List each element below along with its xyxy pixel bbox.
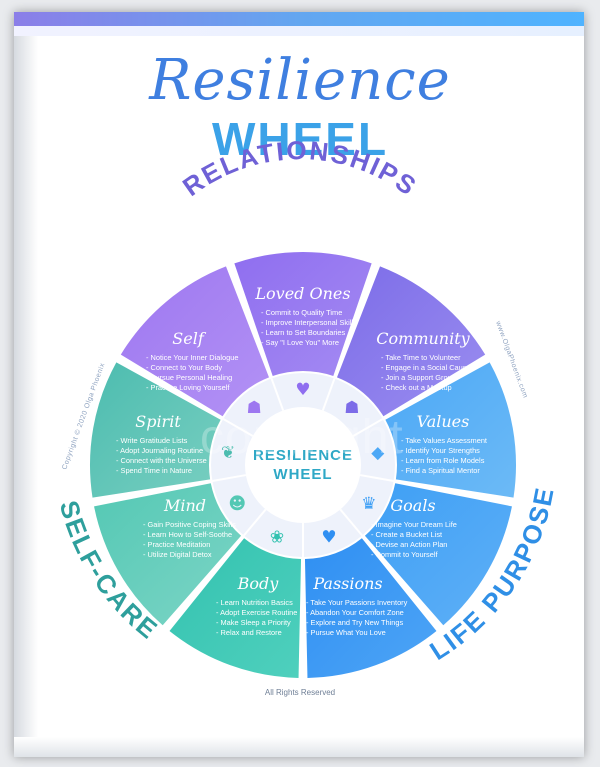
segment-loved-ones	[234, 251, 372, 377]
segment-mind	[94, 483, 242, 626]
inner-divider	[243, 508, 267, 537]
segment-item: - Gain Positive Coping Skills	[143, 520, 236, 529]
inner-divider	[222, 418, 254, 437]
segment-title: Body	[237, 574, 280, 593]
inner-divider	[339, 508, 363, 537]
segment-title: Values	[417, 412, 470, 431]
segment-item: - Learn How to Self-Soothe	[143, 530, 232, 539]
segment-item: - Improve Interpersonal Skills	[261, 318, 357, 327]
copyright-watermark: copyright	[200, 411, 404, 464]
segment-body	[169, 538, 302, 678]
segment-item: - Make Sleep a Priority	[216, 618, 291, 627]
page-bottom-edge	[14, 737, 584, 757]
segment-item: - Practice Meditation	[143, 540, 210, 549]
page-left-edge	[14, 36, 38, 757]
lotus-icon: ❀	[270, 527, 284, 547]
title-block: WHEEL	[211, 113, 389, 165]
center-title-line2: WHEEL	[273, 466, 332, 483]
segment-item: - Relax and Restore	[216, 628, 282, 637]
inner-divider	[352, 418, 384, 437]
segment-item: - Take Your Passions Inventory	[306, 598, 408, 607]
head-icon: ☻	[228, 494, 246, 514]
segment-item: - Check out a Meetup	[381, 383, 452, 392]
segment-item: - Pursue What You Love	[306, 628, 386, 637]
segment-item: - Devise an Action Plan	[371, 540, 447, 549]
segment-item: - Utilize Digital Detox	[143, 550, 212, 559]
segment-title: Mind	[163, 496, 206, 515]
title-script: Resilience	[149, 48, 451, 113]
segment-item: - Commit to Quality Time	[261, 308, 342, 317]
trophy-icon: ♛	[361, 494, 376, 514]
segment-spirit	[90, 362, 221, 498]
group-icon: ☗	[344, 398, 359, 418]
dove-icon: ❦	[221, 443, 235, 463]
diamond-icon: ◆	[371, 443, 385, 463]
segment-item: - Explore and Try New Things	[306, 618, 404, 627]
hearts-icon: ♥	[295, 380, 310, 400]
top-light-band	[14, 26, 584, 36]
segment-item: - Practice Loving Yourself	[146, 383, 230, 392]
segment-title: Passions	[312, 574, 382, 593]
top-color-band	[14, 12, 584, 26]
segment-goals	[364, 483, 512, 626]
segment-item: - Write Gratitude Lists	[116, 436, 188, 445]
segment-labels: Loved Ones - Commit to Quality Time- Impr…	[116, 284, 487, 637]
inner-divider	[321, 378, 336, 411]
segment-values	[385, 362, 517, 498]
segment-item: - Commit to Yourself	[371, 550, 438, 559]
segment-item: - Create a Bucket List	[371, 530, 442, 539]
wheel-segments	[86, 248, 520, 682]
segment-title: Loved Ones	[254, 284, 350, 303]
segment-item: - Take Values Assessment	[401, 436, 487, 445]
segment-item: - Connect with the Universe	[116, 456, 207, 465]
inner-divider	[212, 474, 247, 482]
segment-title: Goals	[390, 496, 435, 515]
heart-flame-icon: ♥	[321, 527, 336, 547]
segment-item: - Spend Time in Nature	[116, 466, 192, 475]
segment-item: - Adopt Exercise Routine	[216, 608, 297, 617]
segment-item: - Say "I Love You" More	[261, 338, 339, 347]
segment-community	[336, 266, 486, 417]
segment-item: - Pursue Personal Healing	[146, 373, 232, 382]
segment-item: - Abandon Your Comfort Zone	[306, 608, 404, 617]
segment-item: - Identify Your Strengths	[401, 446, 480, 455]
inner-divider	[270, 378, 285, 411]
relationships-label: RELATIONSHIPS	[177, 135, 421, 202]
segment-item: - Learn to Set Boundaries	[261, 328, 346, 337]
relationships-arc-label: RELATIONSHIPS	[177, 135, 423, 202]
segment-title: Self	[172, 329, 207, 348]
segment-item: - Connect to Your Body	[146, 363, 222, 372]
segment-item: - Join a Support Group	[381, 373, 456, 382]
segment-item: - Notice Your Inner Dialogue	[146, 353, 238, 362]
segment-item: - Imagine Your Dream Life	[371, 520, 457, 529]
segment-item: - Take Time to Volunteer	[381, 353, 461, 362]
segment-title: Community	[376, 329, 470, 348]
wheel-icons: ♥ ☗ ◆ ♛ ♥ ❀ ☻ ❦ ☗	[221, 380, 385, 547]
segment-item: - Engage in a Social Cause	[381, 363, 471, 372]
center-disc	[245, 407, 361, 523]
segment-item: - Find a Spiritual Mentor	[401, 466, 480, 475]
segment-title: Spirit	[135, 412, 181, 431]
segment-item: - Learn from Role Models	[401, 456, 485, 465]
segment-item: - Learn Nutrition Basics	[216, 598, 293, 607]
segment-self	[120, 266, 270, 417]
center-title-line1: RESILIENCE	[253, 447, 353, 464]
inner-divider	[359, 474, 394, 482]
segment-passions	[304, 538, 437, 678]
footer-rights: All Rights Reserved	[264, 688, 336, 697]
segment-item: - Adopt Journaling Routine	[116, 446, 203, 455]
person-icon: ☗	[247, 398, 262, 418]
